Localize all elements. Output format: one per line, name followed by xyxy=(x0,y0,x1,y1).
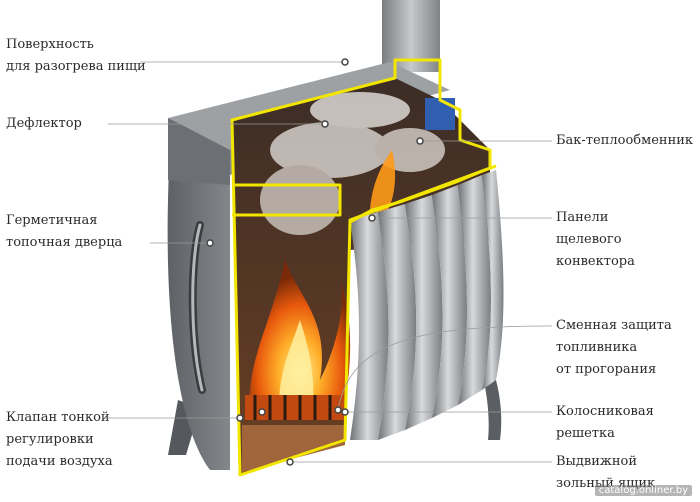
label-valve: Клапан тонкой регулировки подачи воздуха xyxy=(6,410,113,469)
label-deflector: Дефлектор xyxy=(6,116,82,131)
top-box-front xyxy=(168,118,230,185)
watermark: catalog.onliner.by xyxy=(594,485,692,496)
label-door: Герметичная топочная дверца xyxy=(6,213,123,250)
label-protection: Сменная защита топливника от прогорания xyxy=(556,318,672,377)
ash-box xyxy=(242,425,345,472)
label-grate: Колосниковая решетка xyxy=(556,404,654,441)
leader-lines xyxy=(108,61,553,463)
leader-dots xyxy=(206,58,424,466)
label-surface: Поверхность для разогрева пищи xyxy=(6,37,146,74)
grate xyxy=(245,395,345,420)
label-panels: Панели щелевого конвектора xyxy=(556,210,635,269)
convector-panels xyxy=(350,170,504,440)
cutaway-outline xyxy=(230,58,492,477)
heat-exchanger-tank xyxy=(425,98,455,130)
label-tank: Бак-теплообменник xyxy=(556,133,694,148)
